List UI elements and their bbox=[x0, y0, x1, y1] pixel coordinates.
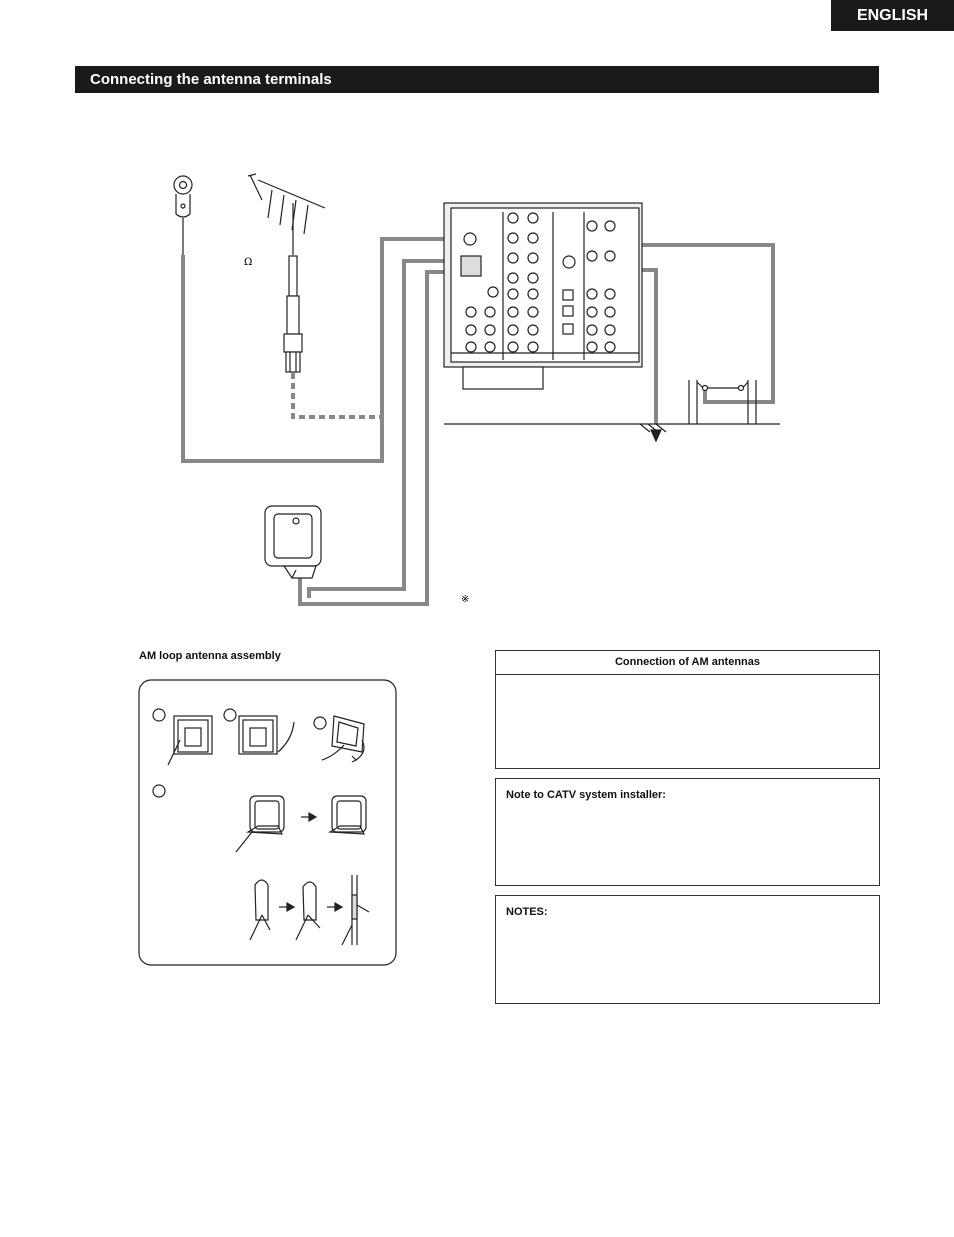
am-loop-antenna-icon bbox=[264, 505, 322, 579]
catv-note-box: Note to CATV system installer: bbox=[495, 778, 880, 886]
assembly-step-3-icon bbox=[321, 715, 365, 763]
notes-box: NOTES: bbox=[495, 895, 880, 1004]
assembly-step-1-icon bbox=[167, 715, 213, 766]
am-connection-box: Connection of AM antennas bbox=[495, 650, 880, 769]
notes-title: NOTES: bbox=[506, 906, 548, 918]
assembly-mount-sequence-icon bbox=[249, 875, 370, 946]
assembly-step-4-icon bbox=[235, 795, 367, 853]
reference-mark: ※ bbox=[461, 594, 469, 605]
assembly-panel bbox=[138, 679, 397, 966]
ground-line bbox=[444, 423, 780, 443]
omega-symbol: Ω bbox=[244, 257, 252, 268]
catv-note-title: Note to CATV system installer: bbox=[506, 789, 666, 801]
fm-outdoor-antenna-icon bbox=[247, 173, 326, 255]
assembly-step-2-icon bbox=[238, 715, 295, 755]
antenna-cables bbox=[181, 237, 775, 606]
section-title: Connecting the antenna terminals bbox=[75, 66, 879, 93]
receiver-rear-panel bbox=[443, 202, 643, 390]
language-tab: ENGLISH bbox=[831, 0, 954, 31]
ground-post-icon bbox=[688, 380, 757, 424]
am-connection-title: Connection of AM antennas bbox=[496, 651, 879, 675]
assembly-caption: AM loop antenna assembly bbox=[139, 650, 281, 662]
fm-indoor-antenna-icon bbox=[173, 175, 193, 255]
coax-connector-icon bbox=[283, 255, 303, 373]
